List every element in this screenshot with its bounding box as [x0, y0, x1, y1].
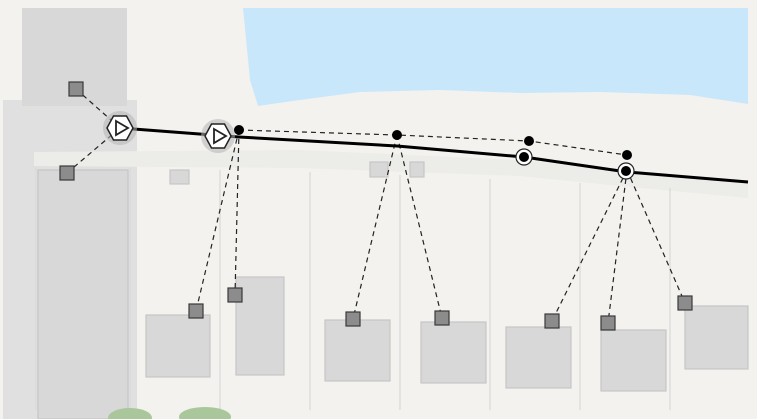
vegetation — [108, 407, 231, 419]
water-area — [243, 8, 748, 106]
vertex[interactable] — [622, 150, 632, 160]
control-handle[interactable] — [68, 81, 84, 97]
vertex[interactable] — [234, 125, 244, 135]
road-feature — [369, 161, 389, 178]
control-handle[interactable] — [434, 310, 450, 326]
control-handles[interactable] — [59, 81, 693, 331]
road-feature — [409, 161, 425, 178]
control-handle[interactable] — [59, 165, 75, 181]
vertices[interactable] — [234, 125, 635, 180]
road-band — [34, 150, 748, 198]
control-handle[interactable] — [677, 295, 693, 311]
buildings-lower — [145, 276, 749, 392]
vertex[interactable] — [392, 130, 402, 140]
play-arrow-hexagon-icon[interactable] — [103, 111, 137, 145]
vertex[interactable] — [524, 136, 534, 146]
guide-lines — [66, 88, 686, 324]
control-handle[interactable] — [345, 311, 361, 327]
snapped-vertex[interactable] — [515, 148, 533, 166]
control-handle[interactable] — [188, 303, 204, 319]
control-handle[interactable] — [227, 287, 243, 303]
road-feature — [169, 169, 190, 185]
play-arrow-hexagon-icon[interactable] — [201, 119, 235, 153]
control-handle[interactable] — [600, 315, 616, 331]
parcel-lines — [35, 168, 671, 410]
control-handle[interactable] — [544, 313, 560, 329]
building-tall-left — [37, 169, 129, 419]
snapped-vertex[interactable] — [617, 162, 635, 180]
